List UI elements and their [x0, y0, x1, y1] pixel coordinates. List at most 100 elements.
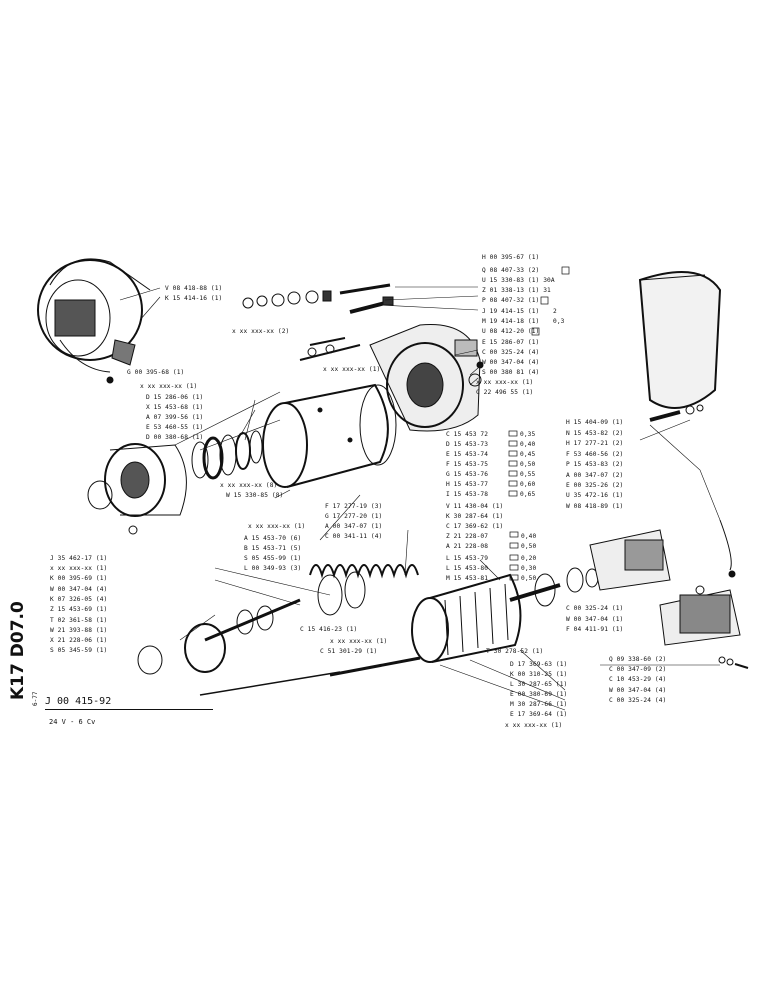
part-label: x xx xxx-xx (1): [50, 565, 108, 572]
part-label: N 15 453-82 (2): [566, 430, 624, 437]
part-label: D 15 286-06 (1): [146, 394, 204, 401]
part-label: W 00 347-04 (1): [566, 616, 624, 623]
part-label: W 00 347-04 (4): [609, 687, 667, 694]
commutator-end-housing: [369, 323, 484, 432]
part-label: C 22 496 55 (1): [476, 389, 534, 396]
part-label: x xx xxx-xx (1): [476, 379, 534, 386]
part-label: F 15 453-75: [446, 461, 489, 468]
part-label: B 15 453-71 (5): [244, 545, 302, 552]
dim-value: 0,50: [521, 543, 537, 550]
part-label: H 00 395-67 (1): [482, 254, 540, 261]
part-label: U 15 330-83 (1) 30A: [482, 277, 555, 284]
part-label: F 17 277-19 (3): [325, 503, 383, 510]
part-label: A 21 228-08: [446, 543, 489, 550]
part-label: S 00 380 81 (4): [482, 369, 540, 376]
part-label: C 00 325-24 (4): [482, 349, 540, 356]
part-label: S 05 345-59 (1): [50, 647, 108, 654]
part-label: L 00 349-93 (3): [244, 565, 302, 572]
solenoid-switch: [589, 529, 741, 646]
part-label: L 15 453-80: [446, 565, 489, 572]
part-label: D 17 369-63 (1): [510, 661, 568, 668]
part-label: G 17 277-20 (1): [325, 513, 383, 520]
part-label: C 51 301-29 (1): [320, 648, 378, 655]
part-label: D 15 453-73: [446, 441, 489, 448]
part-label: x xx xxx-xx (1): [140, 383, 198, 390]
part-label: E 17 369-64 (1): [510, 711, 568, 718]
part-label: K 00 395-69 (1): [50, 575, 108, 582]
part-label: x xx xxx-xx (8): [220, 482, 278, 489]
field-frame-part: [37, 258, 151, 384]
yoke-cylinder: [262, 383, 397, 488]
part-label: U 08 412-20 (1): [482, 328, 540, 335]
bolts-bottom-right: [718, 656, 749, 669]
part-label: U 35 472-16 (1): [566, 492, 624, 499]
part-label: W 21 393-88 (1): [50, 627, 108, 634]
part-label: Q 08 407-33 (2): [482, 267, 540, 274]
part-label: Z 21 228-07: [446, 533, 489, 540]
side-code: K17 D07.0: [8, 601, 28, 700]
dim-value: 0,65: [520, 491, 536, 498]
part-label: H 17 277-21 (2): [566, 440, 624, 447]
part-label: E 00 380-69 (1): [510, 691, 568, 698]
part-label: G 15 453-76: [446, 471, 489, 478]
part-label: x xx xxx-xx (1): [505, 722, 563, 729]
part-label: P 08 407-32 (1): [482, 297, 540, 304]
dim-value: 0,60: [520, 481, 536, 488]
part-label: x xx xxx-xx (1): [323, 366, 381, 373]
part-label: T 02 361-58 (1): [50, 617, 108, 624]
part-label: V 08 418-88 (1): [165, 285, 223, 292]
part-label: J 19 414-15 (1): [482, 308, 540, 315]
part-label: C 10 453-29 (4): [609, 676, 667, 683]
part-label: F 04 411-91 (1): [566, 626, 624, 633]
brush-hardware-row: [242, 283, 394, 361]
bearing-rings: [191, 430, 263, 480]
dim-value: 2: [553, 308, 557, 315]
part-label: C 15 453 72: [446, 431, 489, 438]
part-label: K 07 326-05 (4): [50, 596, 108, 603]
part-label: I 15 453-78: [446, 491, 489, 498]
part-label: X 15 453-68 (1): [146, 404, 204, 411]
dim-value: 0,35: [520, 431, 536, 438]
part-label: C 17 369-62 (1): [446, 523, 504, 530]
part-label: C 15 416-23 (1): [300, 626, 358, 633]
part-label: Z 15 453-69 (1): [50, 606, 108, 613]
dim-value: 0,20: [521, 555, 537, 562]
part-label: E 00 325-26 (2): [566, 482, 624, 489]
part-label: L 15 453-79: [446, 555, 489, 562]
part-label: E 15 286-07 (1): [482, 339, 540, 346]
dim-value: 0,55: [520, 471, 536, 478]
armature-shaft: [199, 656, 421, 696]
part-label: M 15 453-81: [446, 575, 489, 582]
part-label: P 15 453-83 (2): [566, 461, 624, 468]
part-label: H 15 453-77: [446, 481, 489, 488]
part-label: E 15 453-74: [446, 451, 489, 458]
dim-value: 0,45: [520, 451, 536, 458]
part-label: C 00 347-09 (2): [609, 666, 667, 673]
part-label: W 08 418-89 (1): [566, 503, 624, 510]
part-label: W 00 347-04 (4): [50, 586, 108, 593]
part-label: A 00 347-07 (2): [566, 472, 624, 479]
part-label: W 15 330-85 (8): [226, 492, 284, 499]
part-label: D 00 380-68 (1): [146, 434, 204, 441]
part-label: M 30 287-66 (1): [510, 701, 568, 708]
part-label: G 00 395-68 (1): [127, 369, 185, 376]
end-cap: [638, 271, 722, 409]
part-label: M 19 414-18 (1): [482, 318, 540, 325]
part-label: C 00 325-24 (4): [609, 697, 667, 704]
document-subtitle: 24 V - 6 Cv: [49, 718, 96, 726]
side-small-code: 6-77: [32, 691, 39, 706]
part-label: F 53 460-56 (2): [566, 451, 624, 458]
part-label: K 00 310-25 (1): [510, 671, 568, 678]
part-label: K 15 414-16 (1): [165, 295, 223, 302]
part-label: Z 01 338-13 (1) 31: [482, 287, 551, 294]
part-label: L 30 287-65 (1): [510, 681, 568, 688]
part-label: A 15 453-70 (6): [244, 535, 302, 542]
part-label: T 30 278-52 (1): [486, 648, 544, 655]
armature: [411, 573, 561, 663]
part-label: x xx xxx-xx (1): [330, 638, 388, 645]
part-label: A 07 399-56 (1): [146, 414, 204, 421]
document-number: J 00 415-92: [45, 695, 213, 710]
leader-lines: [119, 286, 721, 711]
